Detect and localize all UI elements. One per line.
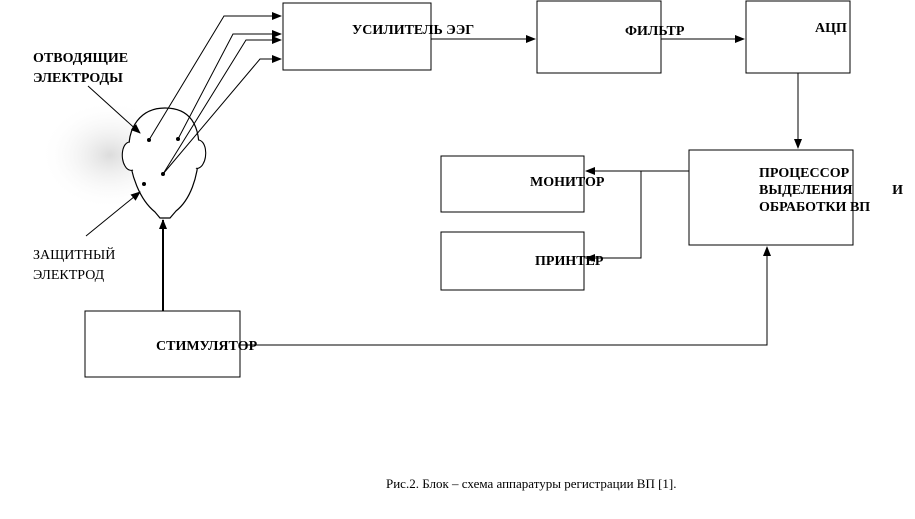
monitor-block — [440, 155, 585, 213]
left-ear — [121, 141, 134, 171]
head-outline — [128, 107, 200, 219]
stimulator-label: СТИМУЛЯТОР — [156, 339, 258, 354]
recording-electrodes-line1: ОТВОДЯЩИЕ — [33, 51, 129, 66]
lead-line — [162, 36, 282, 175]
amplifier-label: УСИЛИТЕЛЬ ЭЭГ — [352, 23, 475, 38]
recording-electrodes-line2: ЭЛЕКТРОДЫ — [33, 71, 123, 86]
electrode-leads — [148, 12, 282, 175]
processor-label: ПРОЦЕССОР ВЫДЕЛЕНИЯ И ОБРАБОТКИ ВП — [759, 165, 903, 216]
ground-electrode-label: ЗАЩИТНЫЙ ЭЛЕКТРОД — [33, 247, 115, 284]
ground-electrode-pointer — [85, 191, 141, 237]
processor-label-line2: ВЫДЕЛЕНИЯ И — [759, 182, 903, 199]
figure-caption: Рис.2. Блок – схема аппаратуры регистрац… — [386, 476, 677, 491]
recording-electrodes-pointer — [87, 85, 141, 134]
printer-block — [440, 231, 585, 291]
filter-label: ФИЛЬТР — [625, 24, 685, 39]
processor-label-line3: ОБРАБОТКИ ВП — [759, 200, 871, 215]
right-ear — [195, 139, 207, 169]
processor-label-line2-conj: И — [892, 183, 903, 198]
lead-line — [162, 55, 282, 175]
processor-to-printer-arrow — [585, 171, 642, 262]
monitor-label: МОНИТОР — [530, 175, 605, 190]
ground-electrode-line2: ЭЛЕКТРОД — [33, 268, 105, 283]
printer-label: ПРИНТЕР — [535, 254, 604, 269]
processor-label-line1: ПРОЦЕССОР — [759, 166, 850, 181]
head-illustration — [40, 100, 207, 219]
lead-line — [148, 12, 282, 141]
processor-label-line2-word: ВЫДЕЛЕНИЯ — [759, 183, 853, 198]
adc-block — [745, 0, 851, 74]
lead-line — [177, 30, 282, 140]
amplifier-block — [282, 2, 432, 71]
recording-electrodes-label: ОТВОДЯЩИЕ ЭЛЕКТРОДЫ — [33, 50, 128, 87]
electrode-dot — [142, 182, 146, 186]
ground-electrode-line1: ЗАЩИТНЫЙ — [33, 248, 116, 263]
filter-block — [536, 0, 662, 74]
adc-label: АЦП — [815, 21, 847, 36]
stimulator-to-processor-arrow — [240, 246, 771, 346]
processor-block — [688, 149, 854, 246]
